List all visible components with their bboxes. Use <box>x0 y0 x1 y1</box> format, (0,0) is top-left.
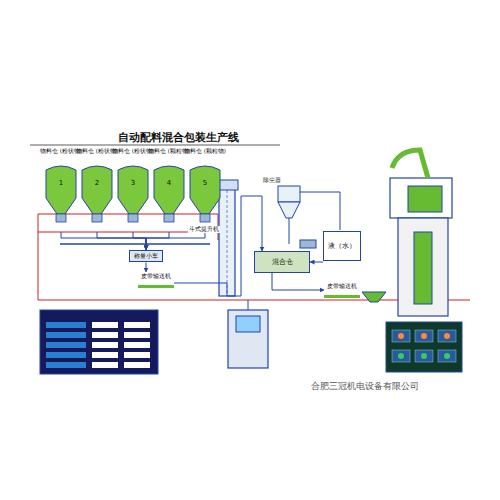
material-silo: 物料仓 (粉状物)3 <box>116 148 150 232</box>
screen-lamp <box>398 333 404 339</box>
material-silo: 物料仓 (颗粒物)5 <box>188 148 222 232</box>
belt-conveyor: 皮带输送机 <box>324 282 360 298</box>
screen-field <box>46 362 86 368</box>
screen-field <box>92 352 118 358</box>
screen-field <box>124 332 150 338</box>
forming-tube <box>414 232 432 304</box>
material-silo: 物料仓 (颗粒物)4 <box>152 148 186 232</box>
flow-connector <box>146 232 169 250</box>
screen-field <box>124 322 150 328</box>
screen-field <box>46 342 86 348</box>
flow-connector <box>61 232 146 250</box>
flow-connector <box>272 273 324 290</box>
screen-field <box>92 322 118 328</box>
dust-collector <box>278 186 300 202</box>
title-rule <box>30 145 280 146</box>
screen-lamp <box>444 353 450 359</box>
flow-connector <box>133 232 146 250</box>
hmi-screen <box>386 322 462 372</box>
screen-field <box>415 350 433 362</box>
node-label: 混合仓 <box>259 258 305 266</box>
screen-field <box>392 330 410 342</box>
screen-field <box>415 330 433 342</box>
cabinet-screen <box>236 316 260 332</box>
silo-outline <box>116 148 150 232</box>
screen-lamp <box>421 353 427 359</box>
mixer-motor <box>300 240 316 248</box>
bucket-elevator <box>219 186 235 296</box>
flow-connector <box>146 262 147 272</box>
node-label: 皮带输送机 <box>327 283 357 290</box>
callout-number: 3 <box>110 180 156 188</box>
silo-outline <box>152 148 186 232</box>
callout-number: 1 <box>38 180 84 188</box>
silo-label: 物料仓 (颗粒物) <box>182 148 228 154</box>
hmi-screen <box>40 310 158 374</box>
screen-field <box>92 342 118 348</box>
flow-connector <box>310 262 323 263</box>
screen-field <box>438 350 456 362</box>
node-label: 称量小车 <box>134 253 158 260</box>
weigher-hopper <box>408 186 442 212</box>
screen-field <box>92 332 118 338</box>
screen-field <box>124 342 150 348</box>
hmi-fields <box>392 330 456 362</box>
diagram-title: 自动配料混合包装生产线 <box>118 130 239 145</box>
elevator-chain <box>227 190 228 294</box>
screen-lamp <box>398 353 404 359</box>
screen-lamp <box>421 333 427 339</box>
flow-connector <box>174 196 262 296</box>
packaging-machine <box>398 218 448 316</box>
cart-rail <box>60 243 210 245</box>
belt-conveyor: 皮带输送机 <box>138 272 174 288</box>
callout-number: 2 <box>74 180 120 188</box>
packing-hopper <box>362 292 386 302</box>
cabinet-cable <box>248 300 249 310</box>
silo-outline <box>44 148 78 232</box>
process-box: 液（水） <box>323 231 361 261</box>
screen-field <box>392 350 410 362</box>
callout-number: 5 <box>182 180 228 188</box>
screen-field <box>46 332 86 338</box>
dust-collector-cone <box>278 202 300 218</box>
node-label: 液（水） <box>328 242 356 250</box>
flow-connector <box>97 232 146 250</box>
control-cabinet <box>228 310 268 368</box>
material-silo: 物料仓 (粉状物)2 <box>80 148 114 232</box>
part-name: 斗式提升机 <box>188 226 220 233</box>
flow-connector <box>146 232 205 250</box>
screen-lamp <box>444 333 450 339</box>
silo-outline <box>80 148 114 232</box>
feed-conveyor <box>392 150 428 178</box>
part-name: 除尘器 <box>262 176 282 185</box>
screen-field <box>46 322 86 328</box>
node-label: 皮带输送机 <box>141 273 171 280</box>
silo-outline <box>188 148 222 232</box>
air-duct <box>300 192 340 230</box>
watermark: 合肥三冠机电设备有限公司 <box>310 380 420 393</box>
material-silo: 物料仓 (粉状物)1 <box>44 148 78 232</box>
weigher-frame <box>390 178 452 218</box>
screen-field <box>124 362 150 368</box>
screen-field <box>124 352 150 358</box>
process-box: 混合仓 <box>254 251 310 273</box>
dust-pipe <box>289 218 290 244</box>
process-box: 称量小车 <box>129 250 163 263</box>
screen-field <box>46 352 86 358</box>
screen-field <box>92 362 118 368</box>
hmi-fields <box>46 322 150 368</box>
callout-number: 4 <box>146 180 192 188</box>
frame-post <box>38 214 39 300</box>
screen-field <box>438 330 456 342</box>
